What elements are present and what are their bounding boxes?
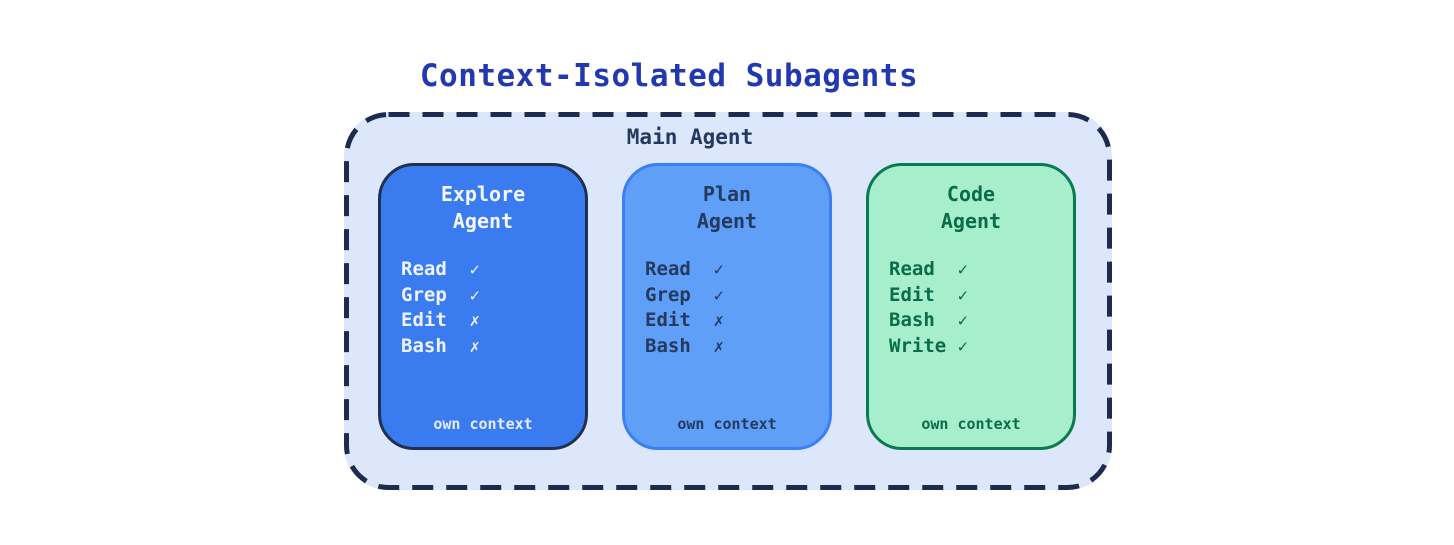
cross-mark: ✗ <box>469 336 480 357</box>
tool-name: Write <box>889 334 947 357</box>
check-mark: ✓ <box>957 285 968 306</box>
tool-row: Grep ✓ <box>401 283 585 309</box>
cross-mark: ✗ <box>713 336 724 357</box>
tool-name: Edit <box>401 309 447 331</box>
check-mark: ✓ <box>713 260 724 280</box>
tool-name: Bash <box>401 334 447 357</box>
tool-name: Bash <box>889 309 935 331</box>
tool-row: Edit ✗ <box>401 308 585 334</box>
code-agent-card: Code Agent Read ✓ Edit ✓ Bash ✓ Write ✓ own … <box>866 163 1076 450</box>
tool-name: Bash <box>645 334 691 357</box>
card-title-line1: Plan <box>702 182 752 206</box>
card-title-line2: Agent <box>452 209 514 233</box>
cross-mark: ✗ <box>713 311 724 331</box>
own-context-label: own context <box>677 415 777 433</box>
main-agent-container: Main Agent Explore Agent Read ✓ Grep ✓ Edi… <box>344 112 1112 490</box>
check-mark: ✓ <box>957 336 968 357</box>
check-mark: ✓ <box>957 260 968 280</box>
tool-row: Grep ✓ <box>645 283 829 309</box>
tool-name: Read <box>889 258 935 280</box>
tool-row: Write ✓ <box>889 334 1073 360</box>
main-agent-label: Main Agent <box>626 125 754 149</box>
explore-agent-card: Explore Agent Read ✓ Grep ✓ Edit ✗ Bash ✗ ow… <box>378 163 588 450</box>
tool-name: Read <box>401 258 447 280</box>
code-tool-list: Read ✓ Edit ✓ Bash ✓ Write ✓ <box>869 257 1073 359</box>
explore-agent-title: Explore Agent <box>381 181 585 235</box>
tool-name: Grep <box>645 283 691 306</box>
card-title-line1: Code <box>946 182 996 206</box>
plan-agent-card: Plan Agent Read ✓ Grep ✓ Edit ✗ Bash ✗ own c… <box>622 163 832 450</box>
tool-row: Read ✓ <box>889 257 1073 283</box>
check-mark: ✓ <box>469 260 480 280</box>
own-context-label: own context <box>921 415 1021 433</box>
tool-name: Grep <box>401 283 447 306</box>
check-mark: ✓ <box>957 311 968 331</box>
tool-row: Bash ✗ <box>401 334 585 360</box>
plan-agent-title: Plan Agent <box>625 181 829 235</box>
code-agent-title: Code Agent <box>869 181 1073 235</box>
tool-row: Bash ✗ <box>645 334 829 360</box>
tool-row: Edit ✓ <box>889 283 1073 309</box>
tool-row: Bash ✓ <box>889 308 1073 334</box>
check-mark: ✓ <box>713 285 724 306</box>
card-title-line2: Agent <box>940 209 1002 233</box>
cross-mark: ✗ <box>469 311 480 331</box>
explore-tool-list: Read ✓ Grep ✓ Edit ✗ Bash ✗ <box>381 257 585 359</box>
tool-row: Read ✓ <box>645 257 829 283</box>
tool-name: Read <box>645 258 691 280</box>
tool-name: Edit <box>889 283 935 306</box>
diagram-title: Context-Isolated Subagents <box>419 58 919 94</box>
tool-name: Edit <box>645 309 691 331</box>
own-context-label: own context <box>433 415 533 433</box>
check-mark: ✓ <box>469 285 480 306</box>
tool-row: Edit ✗ <box>645 308 829 334</box>
card-title-line1: Explore <box>440 182 526 206</box>
card-title-line2: Agent <box>696 209 758 233</box>
tool-row: Read ✓ <box>401 257 585 283</box>
plan-tool-list: Read ✓ Grep ✓ Edit ✗ Bash ✗ <box>625 257 829 359</box>
